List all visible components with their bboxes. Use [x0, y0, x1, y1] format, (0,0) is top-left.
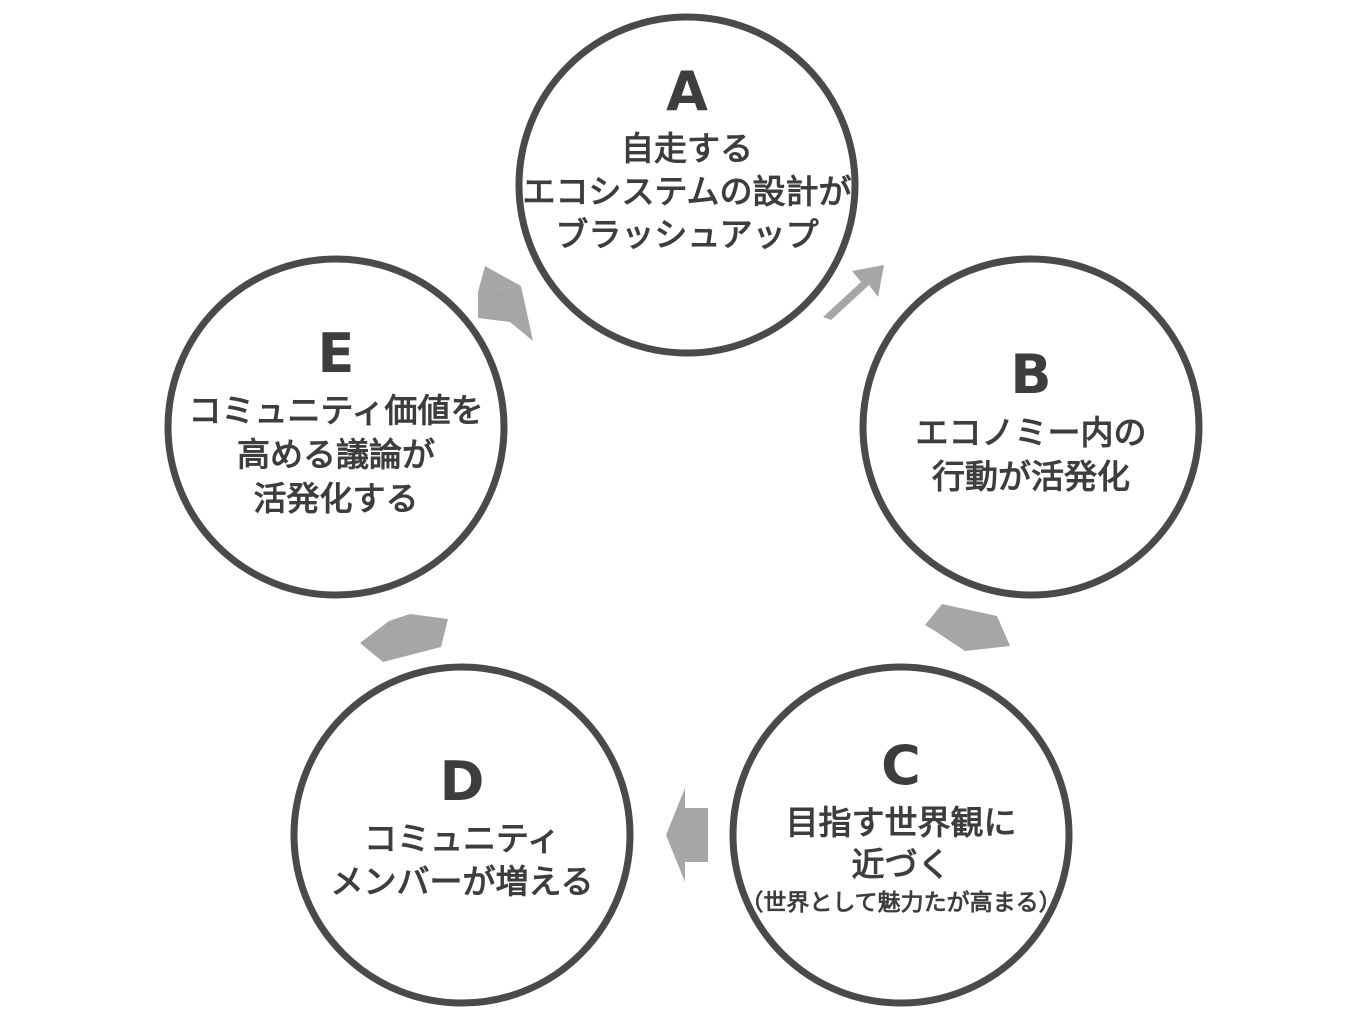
node-c-line-1: 目指す世界観に — [786, 803, 1017, 842]
node-a: A 自走する エコシステムの設計が ブラッシュアップ — [515, 13, 859, 357]
node-e: E コミュニティ価値を 高める議論が 活発化する — [164, 255, 508, 599]
arrow-e-to-a — [478, 266, 533, 341]
node-b: B エコノミー内の 行動が活発化 — [859, 255, 1203, 599]
node-c: C 目指す世界観に 近づく （世界として魅力たが高まる） — [729, 663, 1073, 1007]
node-b-circle — [859, 255, 1203, 599]
arrow-c-to-d — [666, 788, 708, 882]
node-e-line-1: コミュニティ価値を — [188, 391, 483, 430]
node-b-line-2: 行動が活発化 — [931, 457, 1130, 496]
arrow-b-to-c — [925, 604, 1010, 651]
node-e-letter: E — [318, 322, 355, 385]
node-e-line-3: 活発化する — [254, 479, 419, 518]
node-e-line-2: 高める議論が — [237, 435, 435, 474]
node-d: D コミュニティ メンバーが増える — [290, 663, 634, 1007]
node-a-line-3: ブラッシュアップ — [555, 215, 819, 254]
node-c-letter: C — [881, 734, 921, 797]
node-c-note: （世界として魅力たが高まる） — [740, 889, 1061, 916]
node-a-letter: A — [666, 60, 708, 123]
node-c-circle — [729, 663, 1073, 1007]
node-d-line-1: コミュニティ — [364, 819, 560, 858]
node-d-circle — [290, 663, 634, 1007]
node-c-line-2: 近づく — [852, 845, 951, 884]
node-a-circle — [515, 13, 859, 357]
node-a-line-2: エコシステムの設計が — [522, 172, 851, 211]
arrow-d-to-e — [360, 614, 448, 662]
arrow-group — [360, 265, 1010, 882]
node-b-line-1: エコノミー内の — [916, 413, 1147, 452]
node-e-circle — [164, 255, 508, 599]
node-b-letter: B — [1010, 343, 1051, 406]
arrow-a-to-b — [823, 265, 884, 320]
node-d-letter: D — [440, 750, 485, 813]
node-a-line-1: 自走する — [621, 129, 753, 168]
node-d-line-2: メンバーが増える — [330, 862, 593, 901]
